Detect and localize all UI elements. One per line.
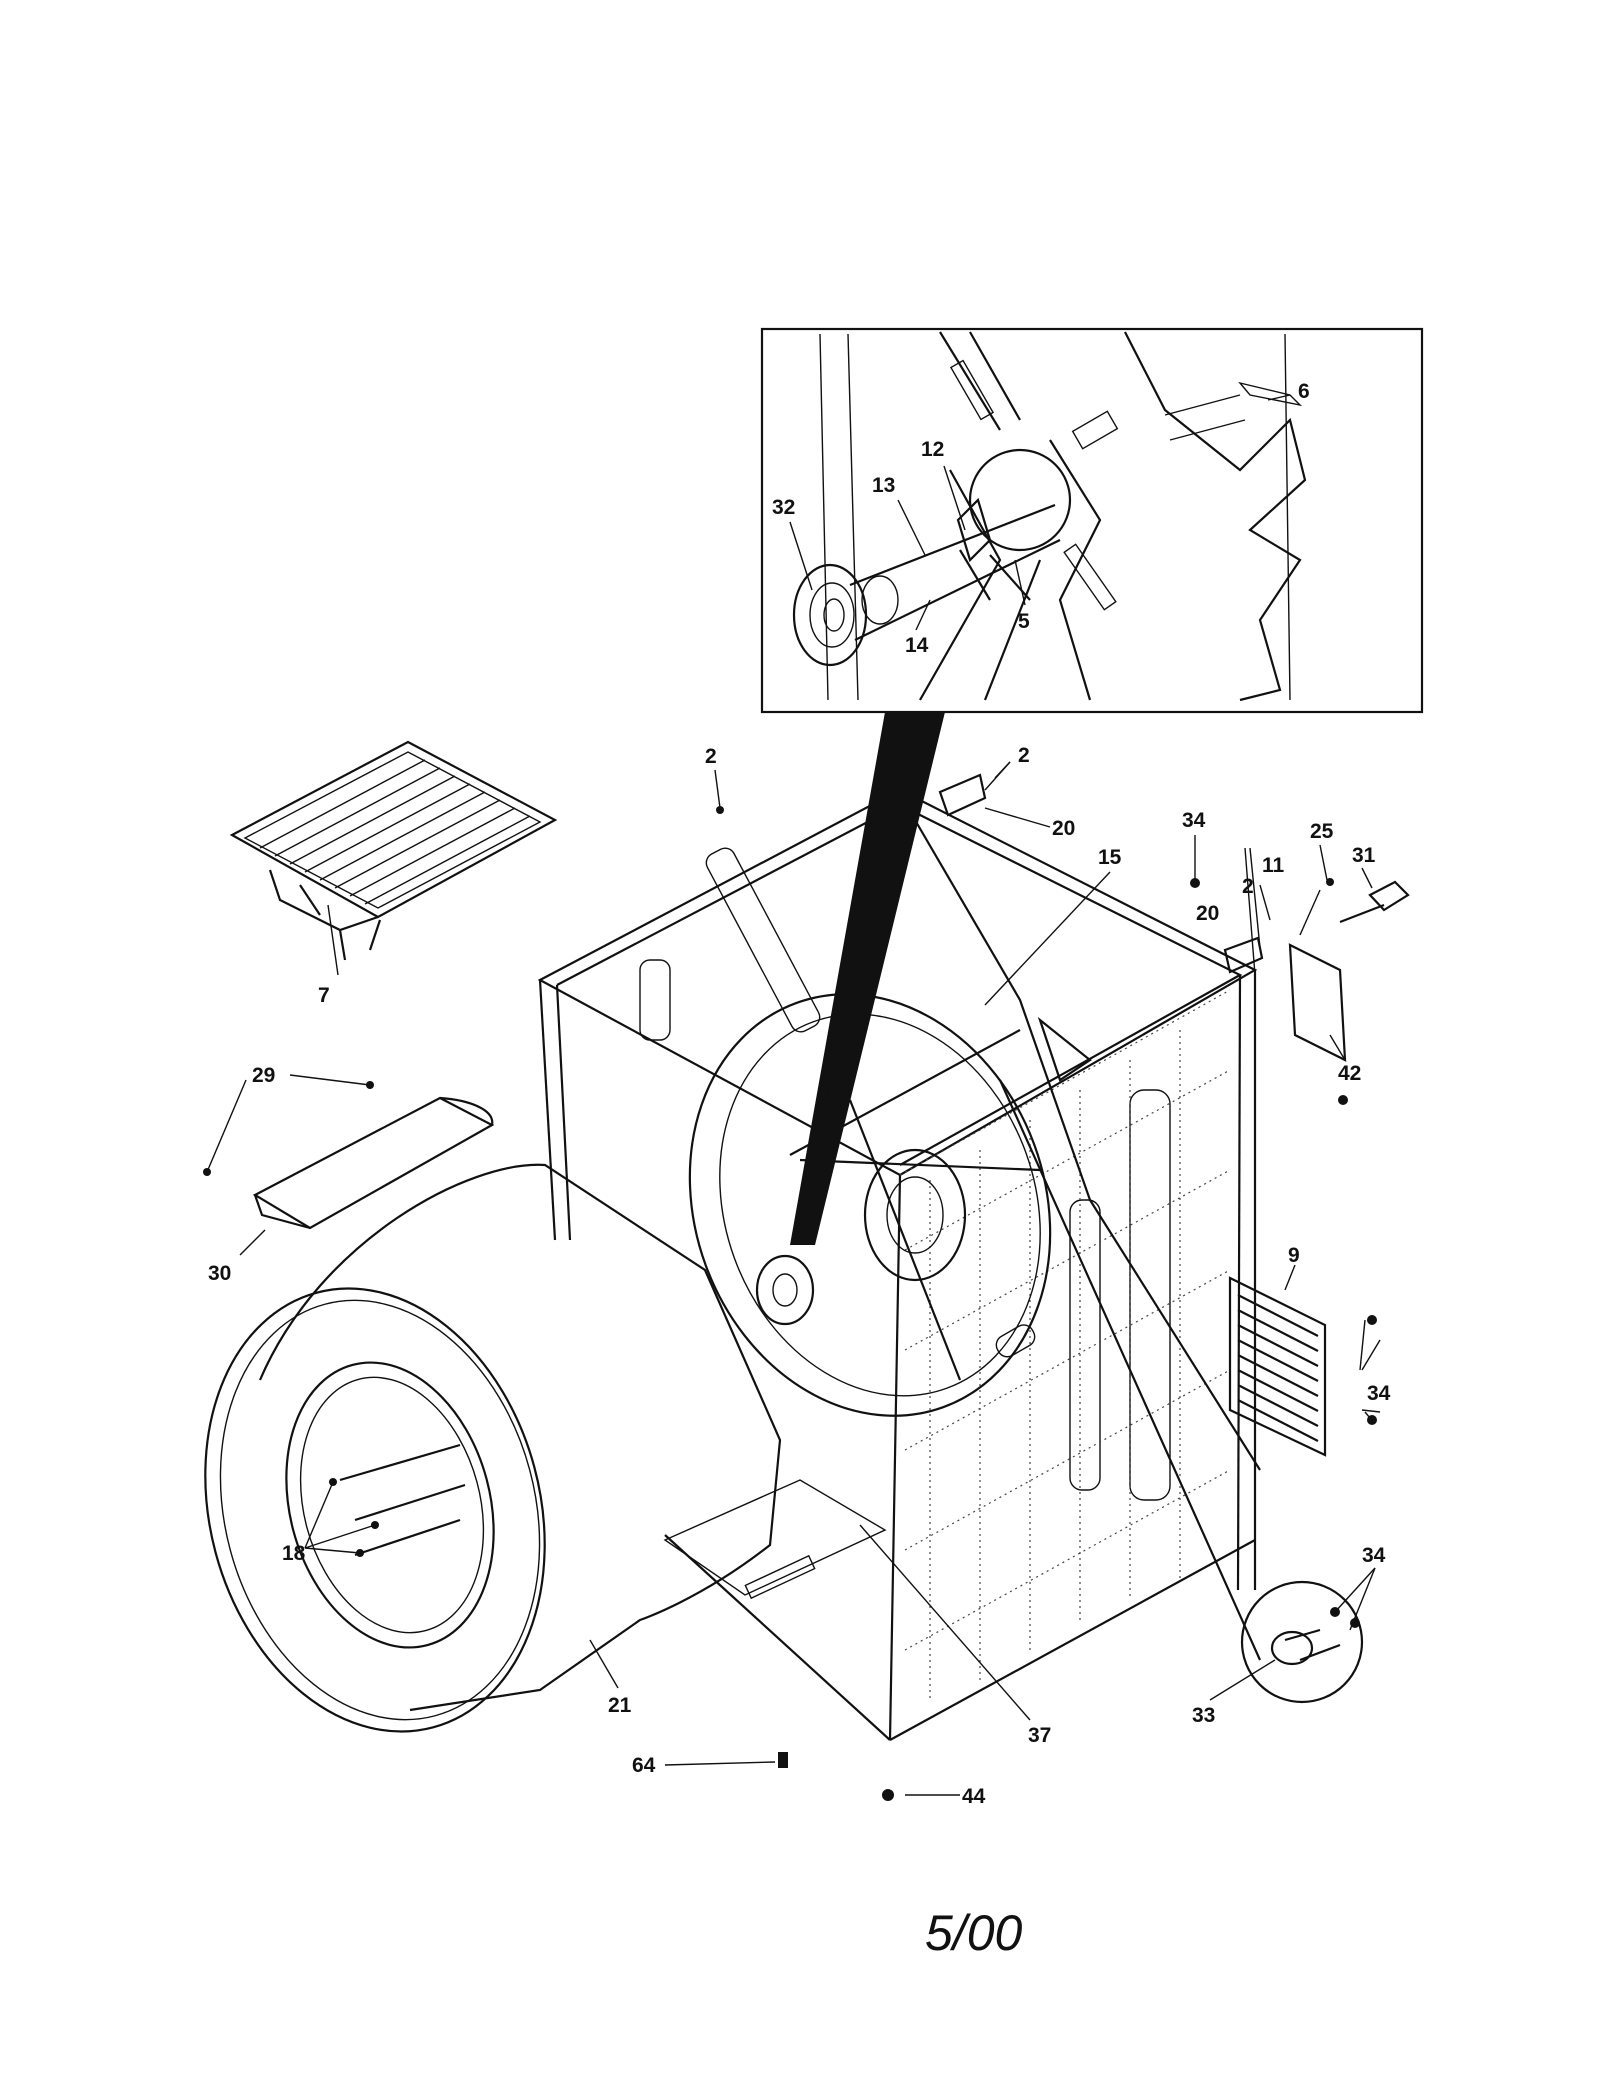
callout-7: 7 [318, 984, 330, 1007]
callout-11: 11 [1262, 854, 1285, 877]
callout-21: 21 [608, 1694, 632, 1717]
drum [204, 1163, 782, 1733]
callout-34-right: 34 [1367, 1382, 1391, 1405]
leader-lines [206, 394, 1381, 1796]
callout-33: 33 [1192, 1704, 1215, 1727]
callout-15: 15 [1098, 846, 1122, 869]
callout-20-right: 20 [1196, 902, 1219, 925]
callout-44: 44 [962, 1785, 986, 1808]
callout-5: 5 [1018, 610, 1030, 633]
callout-34-bottom: 34 [1362, 1544, 1386, 1567]
callout-labels: 6 12 13 32 14 5 2 2 20 34 25 15 11 31 2 … [208, 380, 1391, 1808]
callout-2-left: 2 [705, 745, 717, 768]
inset-detail [760, 327, 1424, 714]
callout-32: 32 [772, 496, 795, 519]
drive-belt [914, 819, 1262, 1661]
fasteners [203, 806, 1377, 1801]
callout-18: 18 [282, 1542, 306, 1565]
callout-37: 37 [1028, 1724, 1051, 1747]
revision-date: 5/00 [925, 1905, 1023, 1961]
callout-20-top: 20 [1052, 817, 1075, 840]
callout-42: 42 [1338, 1062, 1361, 1085]
callout-14: 14 [905, 634, 929, 657]
bulkhead [688, 993, 1052, 1417]
switch-bracket [1288, 943, 1347, 1062]
callout-34-top: 34 [1182, 809, 1206, 832]
callout-30: 30 [208, 1262, 231, 1285]
callout-9: 9 [1288, 1244, 1300, 1267]
callout-31: 31 [1352, 844, 1376, 867]
callout-13: 13 [872, 474, 895, 497]
air-grille [1228, 1276, 1327, 1457]
motor-detail-circle [1240, 1580, 1364, 1704]
cabinet-frame [537, 788, 1258, 1741]
callout-12: 12 [921, 438, 944, 461]
callout-29: 29 [252, 1064, 275, 1087]
callout-6: 6 [1298, 380, 1310, 403]
callout-2-right: 2 [1242, 875, 1254, 898]
callout-2-top: 2 [1018, 744, 1030, 767]
detail-projection-wedge [790, 712, 945, 1245]
top-duct [252, 1096, 495, 1230]
callout-64: 64 [632, 1754, 656, 1777]
callout-25: 25 [1310, 820, 1334, 843]
lint-screen [229, 740, 558, 961]
